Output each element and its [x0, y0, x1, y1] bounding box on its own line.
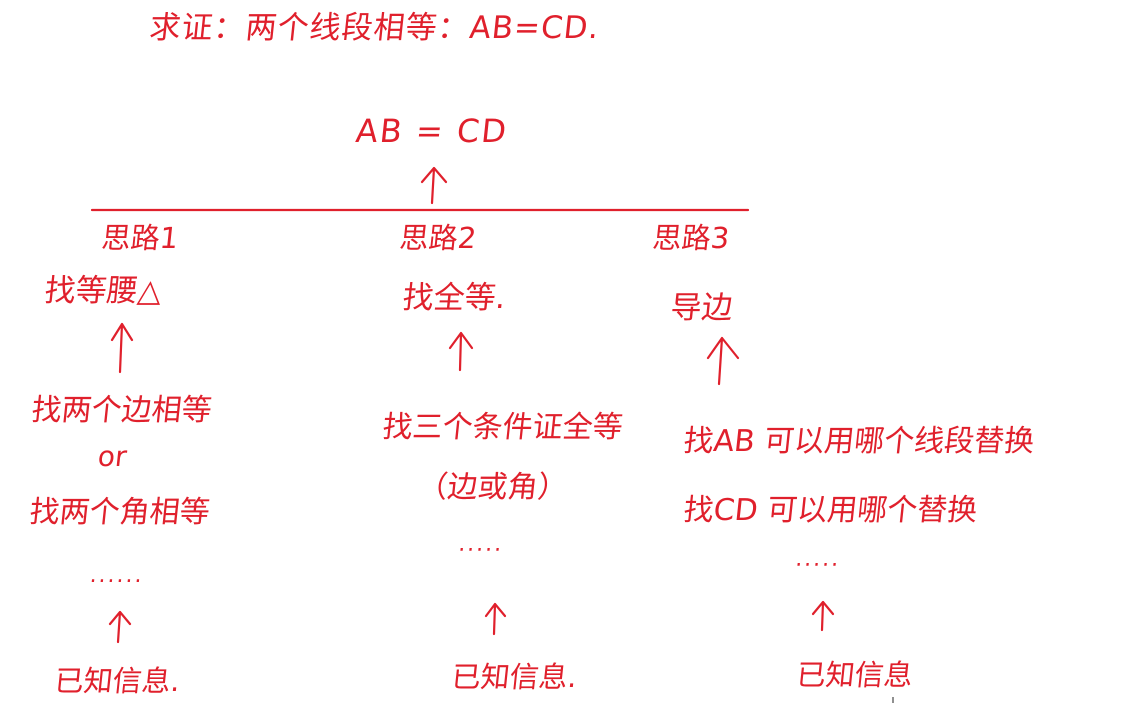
path-2-step-2: （边或角） [415, 470, 570, 505]
path-2-strategy: 找全等. [400, 280, 508, 316]
path-3-heading: 思路3 [651, 221, 732, 255]
arrow-col2-upper [448, 331, 474, 372]
path-3-step-1: 找AB 可以用哪个线段替换 [681, 424, 1037, 459]
path-3-strategy: 导边 [668, 290, 735, 326]
path-1-or: or [96, 440, 129, 473]
path-3-ellipsis: ····· [793, 553, 842, 578]
arrow-col1-lower [108, 610, 132, 644]
path-1-step-1: 找两个边相等 [29, 393, 214, 428]
path-1-ellipsis: ...... [88, 563, 146, 588]
arrow-col3-lower [811, 600, 835, 632]
path-1-heading: 思路1 [100, 221, 181, 255]
path-2-step-1: 找三个条件证全等 [380, 410, 625, 445]
path-2-known-info: 已知信息. [450, 660, 579, 694]
arrow-col1-upper [110, 322, 134, 374]
path-1-strategy: 找等腰△ [42, 273, 164, 309]
path-1-known-info: 已知信息. [53, 664, 182, 698]
path-3-known-info: 已知信息 [795, 658, 915, 692]
arrow-col3-upper [706, 336, 740, 386]
path-2-heading: 思路2 [398, 221, 479, 255]
diagram-title: 求证：两个线段相等：AB=CD. [147, 10, 602, 46]
arrow-to-goal [420, 166, 448, 205]
path-3-step-2: 找CD 可以用哪个替换 [681, 493, 980, 528]
path-1-step-2: 找两个角相等 [27, 495, 212, 530]
goal-equation: AB = CD [354, 112, 510, 150]
path-2-ellipsis: ····· [456, 538, 505, 563]
arrow-col2-lower [484, 602, 507, 636]
